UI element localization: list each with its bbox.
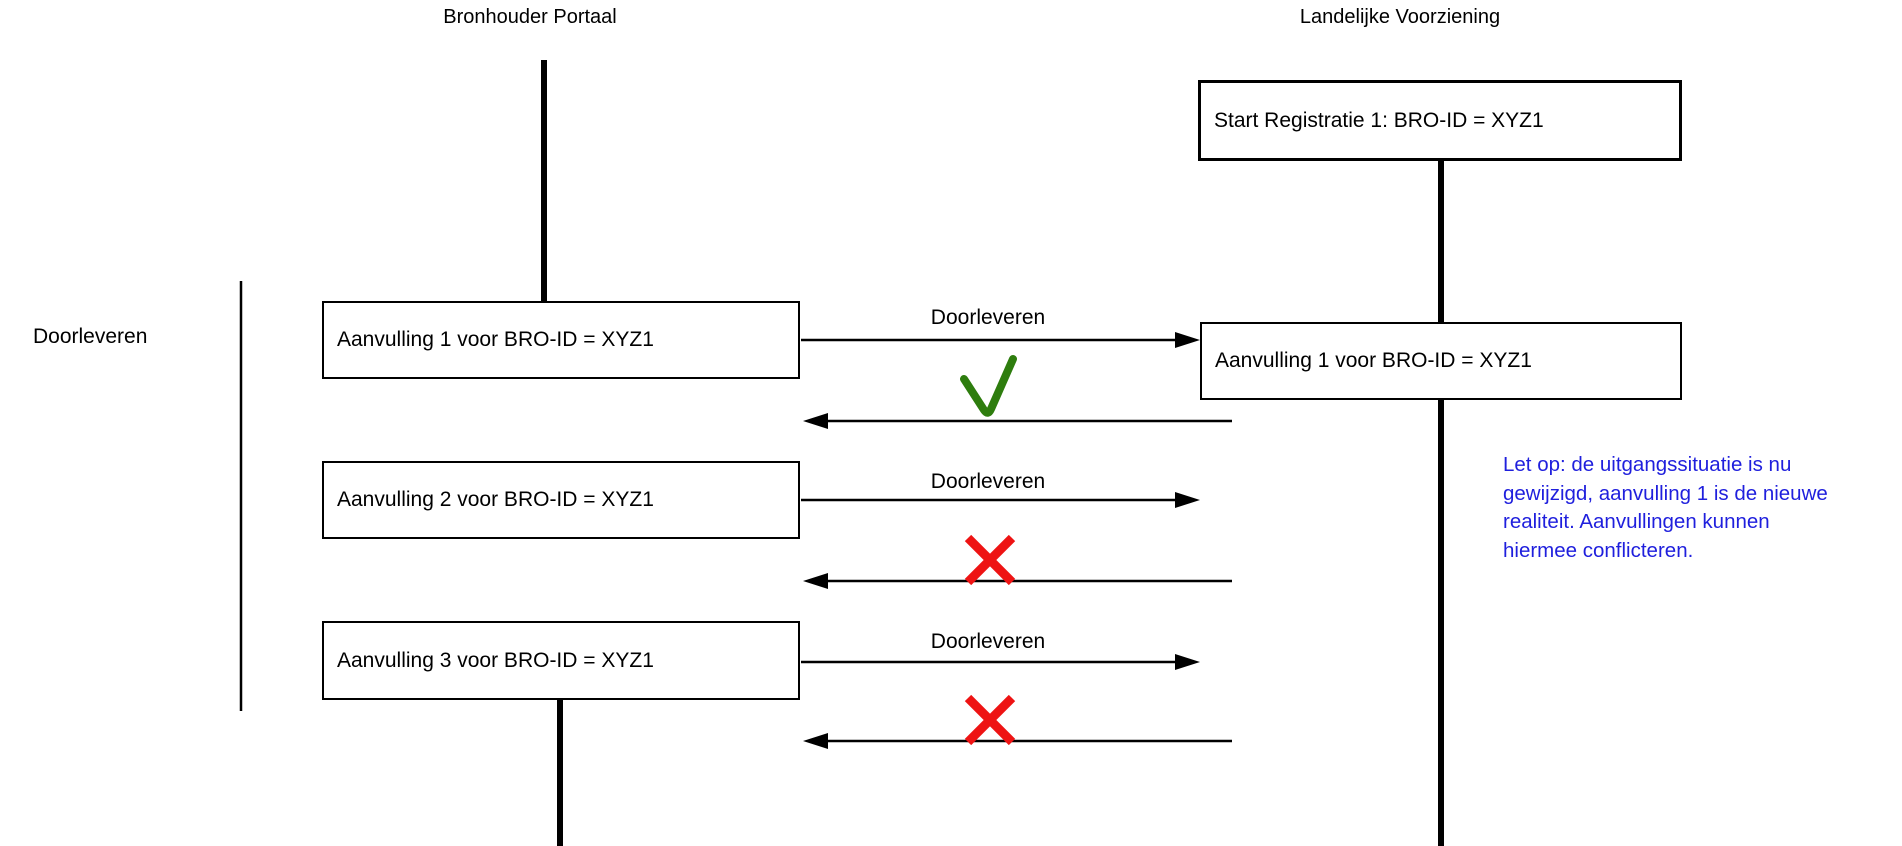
cross-icon xyxy=(964,534,1016,586)
aanvulling-2-left-box: Aanvulling 2 voor BRO-ID = XYZ1 xyxy=(322,461,800,539)
reply-arrow-2 xyxy=(803,573,1232,589)
note-line: Let op: de uitgangssituatie is nu xyxy=(1503,453,1792,476)
lane-title-bronhouder-portaal: Bronhouder Portaal xyxy=(443,6,617,28)
request-arrow-2 xyxy=(801,492,1200,508)
request-arrow-1 xyxy=(801,332,1200,348)
check-icon xyxy=(960,355,1017,417)
aanvulling-1-left-box-label: Aanvulling 1 voor BRO-ID = XYZ1 xyxy=(337,328,654,351)
doorleveren-group-label: Doorleveren xyxy=(33,325,148,348)
reply-arrow-3 xyxy=(803,733,1232,749)
aanvulling-1-result-box-label: Aanvulling 1 voor BRO-ID = XYZ1 xyxy=(1215,349,1532,372)
warning-note: Let op: de uitgangssituatie is nu gewijz… xyxy=(1503,451,1902,565)
bronhouder-lifeline xyxy=(541,60,563,846)
start-registratie-box-label: Start Registratie 1: BRO-ID = XYZ1 xyxy=(1214,108,1544,132)
start-registratie-box: Start Registratie 1: BRO-ID = XYZ1 xyxy=(1198,80,1682,161)
note-line: realiteit. Aanvullingen kunnen xyxy=(1503,510,1770,533)
aanvulling-3-left-box-label: Aanvulling 3 voor BRO-ID = XYZ1 xyxy=(337,648,654,672)
reply-arrow-1 xyxy=(803,413,1232,429)
note-line: gewijzigd, aanvulling 1 is de nieuwe xyxy=(1503,481,1828,505)
lane-title-landelijke-voorziening: Landelijke Voorziening xyxy=(1299,6,1501,28)
aanvulling-3-left-box: Aanvulling 3 voor BRO-ID = XYZ1 xyxy=(322,621,800,700)
request-arrow-3-label: Doorleveren xyxy=(930,630,1046,653)
note-line: hiermee conflicteren. xyxy=(1503,538,1694,562)
aanvulling-1-left-box: Aanvulling 1 voor BRO-ID = XYZ1 xyxy=(322,301,800,379)
request-arrow-1-label: Doorleveren xyxy=(930,306,1046,329)
request-arrow-2-label: Doorleveren xyxy=(930,470,1046,493)
aanvulling-1-result-box: Aanvulling 1 voor BRO-ID = XYZ1 xyxy=(1200,322,1682,400)
cross-icon xyxy=(964,694,1016,746)
aanvulling-2-left-box-label: Aanvulling 2 voor BRO-ID = XYZ1 xyxy=(337,488,654,511)
request-arrow-3 xyxy=(801,654,1200,670)
